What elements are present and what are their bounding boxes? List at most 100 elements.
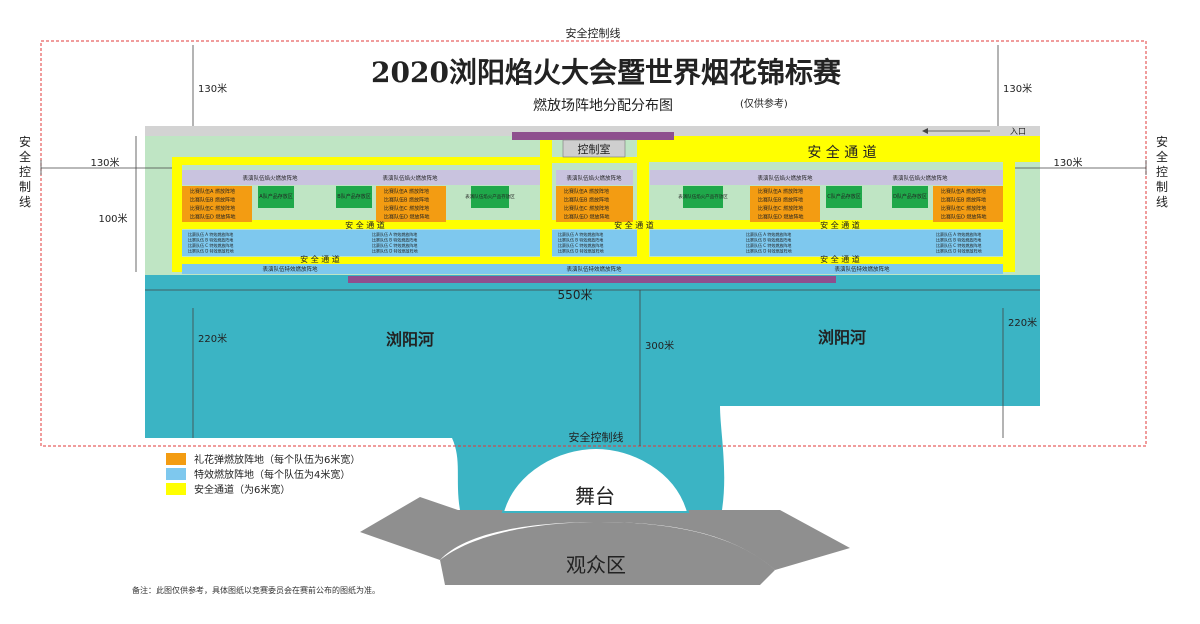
safe-channel-1: 安 全 通 道 <box>345 220 385 230</box>
safe-channel-5: 安 全 通 道 <box>820 254 860 264</box>
stage-label: 舞台 <box>575 484 615 508</box>
safe-channel-2: 安 全 通 道 <box>614 220 654 230</box>
dim-300: 300米 <box>645 339 674 352</box>
orange-label-1-0: 比赛队伍A 燃放阵地 <box>384 188 429 195</box>
blue-label-4-1: 比赛队伍 B 特效燃放阵地 <box>936 237 981 243</box>
dim-550: 550米 <box>558 288 593 302</box>
orange-label-1-2: 比赛队伍C 燃放阵地 <box>384 205 429 212</box>
dim-130-top-left: 130米 <box>198 82 227 95</box>
blue-label-2-2: 比赛队伍 C 特效燃放阵地 <box>558 242 603 248</box>
safety-control-line <box>40 40 1147 447</box>
orange-label-4-3: 比赛队伍D 燃放阵地 <box>941 214 986 221</box>
orange-label-3-0: 比赛队伍A 燃放阵地 <box>758 188 803 195</box>
perf-storage-2: 表演队伍焰火产品存放区 <box>678 193 728 200</box>
blue-label-4-0: 比赛队伍 A 特效燃放阵地 <box>936 231 981 237</box>
dim-220-left: 220米 <box>198 332 227 345</box>
blue-label-0-1: 比赛队伍 B 特效燃放阵地 <box>188 237 233 243</box>
legend-swatch-orange <box>166 452 186 465</box>
blue-label-1-2: 比赛队伍 C 特效燃放阵地 <box>372 242 417 248</box>
blue-label-0-3: 比赛队伍 D 特效燃放阵地 <box>188 248 234 254</box>
orange-label-0-1: 比赛队伍B 燃放阵地 <box>190 197 235 204</box>
dim-220-right: 220米 <box>1008 316 1037 329</box>
control-room-label: 控制室 <box>578 142 611 156</box>
safe-channel-4: 安 全 通 道 <box>300 254 340 264</box>
safety-line-vertical-char: 制 <box>19 180 31 194</box>
orange-label-1-3: 比赛队伍D 燃放阵地 <box>384 214 429 221</box>
perf-zone-bottom-3: 表演队伍特效燃放阵地 <box>834 265 890 273</box>
orange-label-1-1: 比赛队伍B 燃放阵地 <box>384 197 429 204</box>
storage-d-label: D队产品存放区 <box>893 193 927 200</box>
orange-label-2-2: 比赛队伍C 燃放阵地 <box>564 205 609 212</box>
entrance-arrow-head <box>922 128 928 134</box>
blue-label-1-3: 比赛队伍 D 特效燃放阵地 <box>372 248 418 254</box>
perf-storage-1: 表演队伍焰火产品存放区 <box>465 193 515 200</box>
orange-label-4-1: 比赛队伍B 燃放阵地 <box>941 197 986 204</box>
safety-line-top: 安全控制线 <box>566 26 621 40</box>
safety-channels <box>172 136 1040 272</box>
top-purple-bar <box>512 132 674 140</box>
safety-line-vertical-right: 安全控制线 <box>1156 134 1168 209</box>
river-area <box>145 275 1040 510</box>
title-bg <box>300 48 912 90</box>
blue-bands <box>182 230 1003 274</box>
blue-label-4-3: 比赛队伍 D 特效燃放阵地 <box>936 248 982 254</box>
orange-label-4-2: 比赛队伍C 燃放阵地 <box>941 205 986 212</box>
page-title: 2020浏阳焰火大会暨世界烟花锦标赛 <box>371 56 842 89</box>
safety-line-vertical-char: 安 <box>19 134 31 149</box>
orange-blocks <box>182 186 1003 222</box>
orange-label-4-0: 比赛队伍A 燃放阵地 <box>941 188 986 195</box>
safety-line-vertical-char: 控 <box>19 165 31 179</box>
perf-zone-5: 表演队伍焰火燃放阵地 <box>892 174 948 182</box>
perf-zone-4: 表演队伍焰火燃放阵地 <box>757 174 813 182</box>
orange-label-3-2: 比赛队伍C 燃放阵地 <box>758 205 803 212</box>
blue-label-3-0: 比赛队伍 A 特效燃放阵地 <box>746 231 791 237</box>
perf-zone-bottom-1: 表演队伍特效燃放阵地 <box>262 265 318 273</box>
safe-channel-big: 安 全 通 道 <box>807 144 876 161</box>
safety-line-bottom: 安全控制线 <box>569 430 624 444</box>
blue-label-2-0: 比赛队伍 A 特效燃放阵地 <box>558 231 603 237</box>
legend-label-blue: 特效燃放阵地（每个队伍为4米宽） <box>194 470 351 481</box>
safety-line-vertical-char: 线 <box>19 195 31 209</box>
storage-b-label: B队产品存放区 <box>337 193 370 200</box>
safety-line-vertical-left: 安全控制线 <box>19 134 31 209</box>
legend-swatch-yellow <box>166 482 186 495</box>
blue-label-3-1: 比赛队伍 B 特效燃放阵地 <box>746 237 791 243</box>
legend-item-blue: 特效燃放阵地（每个队伍为4米宽） <box>166 466 350 481</box>
river-label-right: 浏阳河 <box>818 328 866 347</box>
dim-130-top-right: 130米 <box>1003 82 1032 95</box>
entrance-label: 入口 <box>1010 127 1026 136</box>
perf-zone-3: 表演队伍焰火燃放阵地 <box>566 174 622 182</box>
blue-label-2-3: 比赛队伍 D 特效燃放阵地 <box>558 248 604 254</box>
audience-area <box>360 497 850 570</box>
perf-zones <box>182 170 1003 185</box>
storage-a-label: A队产品存放区 <box>259 193 292 200</box>
orange-label-0-2: 比赛队伍C 燃放阵地 <box>190 205 235 212</box>
blue-label-0-2: 比赛队伍 C 特效燃放阵地 <box>188 242 233 248</box>
perf-zone-bottom-2: 表演队伍特效燃放阵地 <box>566 265 622 273</box>
orange-label-2-1: 比赛队伍B 燃放阵地 <box>564 197 609 204</box>
orange-label-0-3: 比赛队伍D 燃放阵地 <box>190 214 235 221</box>
safety-line-vertical-char: 全 <box>19 149 31 164</box>
legend-label-orange: 礼花弹燃放阵地（每个队伍为6米宽） <box>194 455 361 466</box>
storage-c-label: C队产品存放区 <box>827 193 861 200</box>
dim-130-left: 130米 <box>90 156 119 169</box>
entrance-strip <box>145 126 1040 136</box>
legend-swatch-blue <box>166 467 186 480</box>
safety-line-vertical-char: 制 <box>1156 180 1168 194</box>
legend-label-yellow: 安全通道（为6米宽） <box>194 485 291 496</box>
dim-130-right: 130米 <box>1053 156 1082 169</box>
perf-zone-2: 表演队伍焰火燃放阵地 <box>382 174 438 182</box>
orange-label-3-3: 比赛队伍D 燃放阵地 <box>758 214 803 221</box>
blue-label-3-2: 比赛队伍 C 特效燃放阵地 <box>746 242 791 248</box>
blue-label-0-0: 比赛队伍 A 特效燃放阵地 <box>188 231 233 237</box>
bottom-purple-bar <box>348 276 836 283</box>
dimension-lines <box>40 45 1147 446</box>
perf-zone-1: 表演队伍焰火燃放阵地 <box>242 174 298 182</box>
safety-line-vertical-char: 全 <box>1156 149 1168 164</box>
storage-blocks <box>258 186 928 208</box>
dim-100: 100米 <box>98 212 127 225</box>
control-room <box>562 139 626 158</box>
